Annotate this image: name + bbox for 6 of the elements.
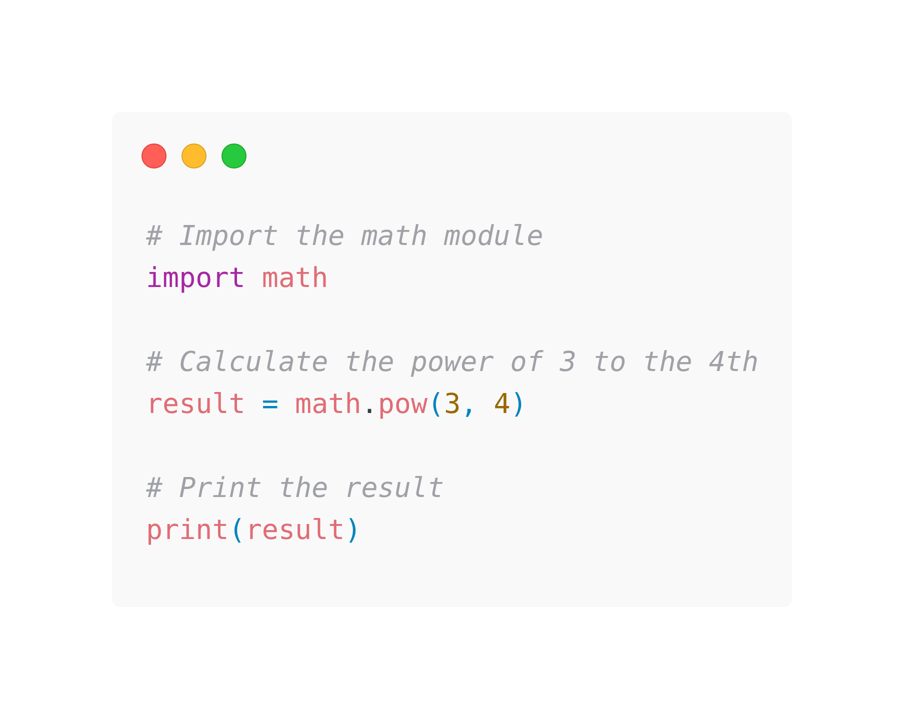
code-comment: # Print the result [146, 471, 444, 506]
code-comment: # Calculate the power of 3 to the 4th [146, 345, 759, 380]
code-line: result = math.pow(3, 4) [146, 387, 527, 422]
code-line: print(result) [146, 513, 362, 548]
code-comment: # Import the math module [146, 219, 544, 254]
code-line: import math [146, 261, 328, 296]
